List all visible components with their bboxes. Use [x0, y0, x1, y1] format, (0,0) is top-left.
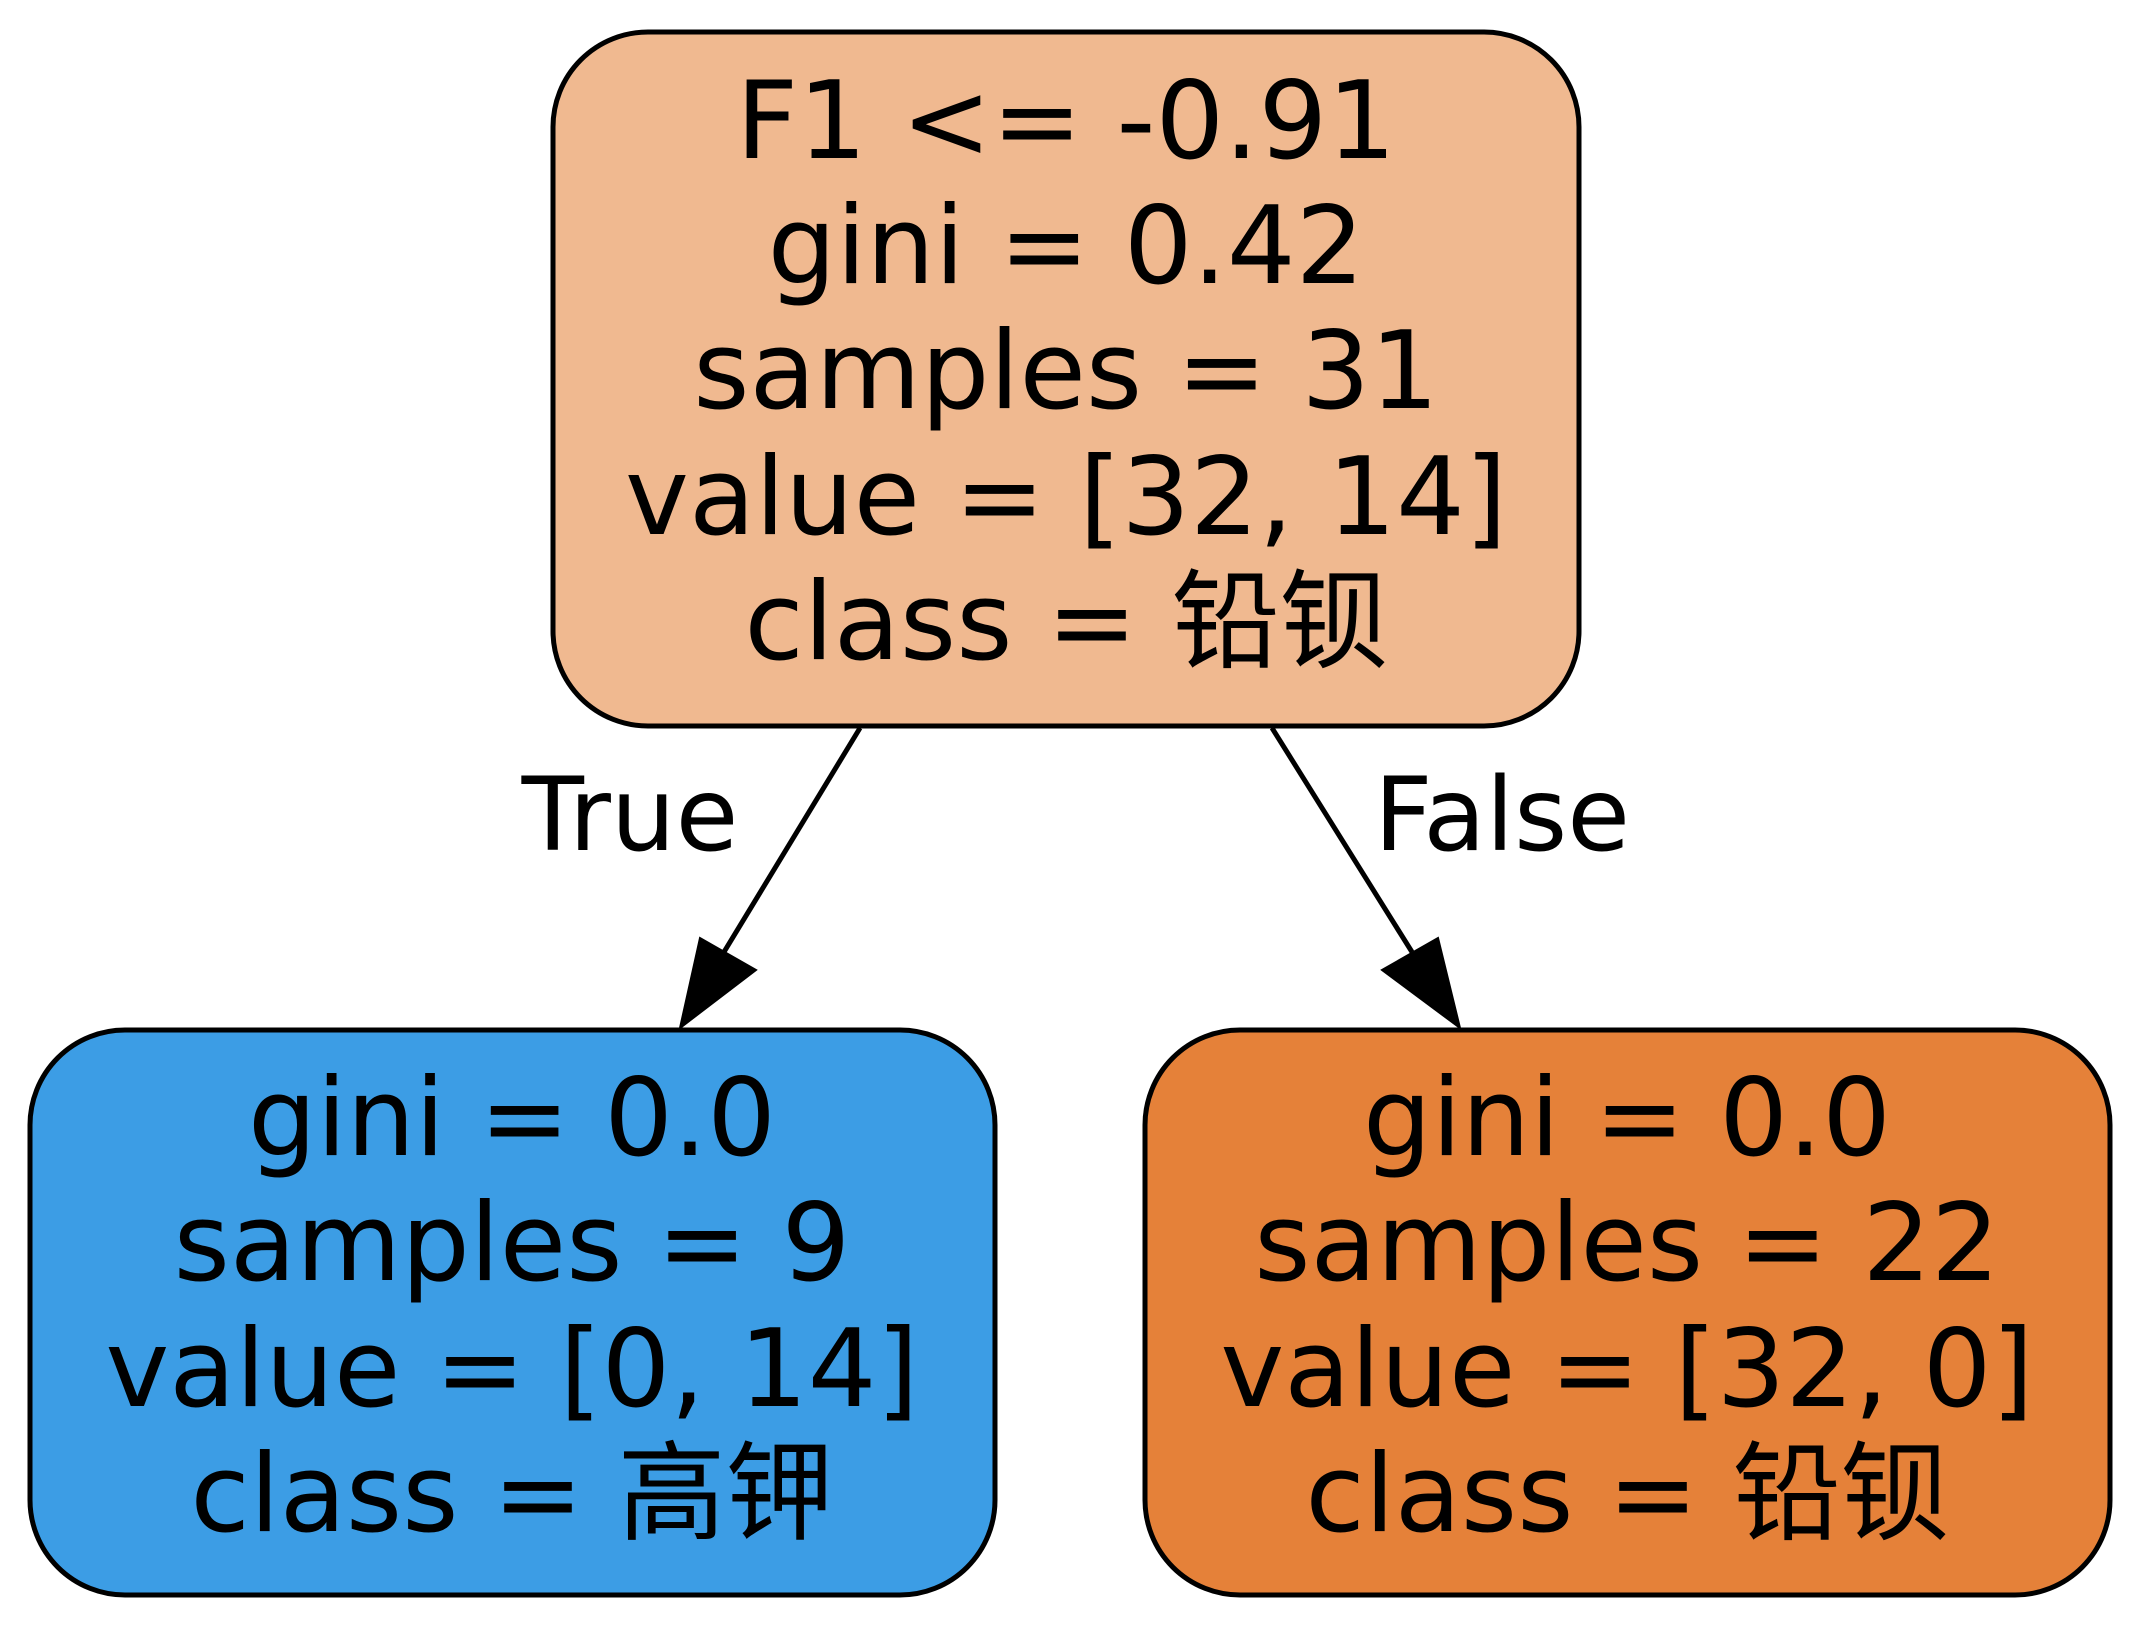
root-node-box: [550, 29, 1582, 729]
left-samples-text: samples = 9: [174, 1181, 851, 1306]
root-node: F1 <= -0.91 gini = 0.42 samples = 31 val…: [550, 29, 1582, 729]
right-samples-text: samples = 22: [1254, 1181, 2000, 1306]
edge-true-arrowhead: [678, 936, 758, 1031]
edge-true-line: [721, 726, 863, 954]
root-gini-text: gini = 0.42: [768, 184, 1365, 309]
root-split-text: F1 <= -0.91: [736, 59, 1396, 184]
right-gini-text: gini = 0.0: [1363, 1056, 1891, 1181]
edge-false-line: [1269, 726, 1415, 954]
left-gini-text: gini = 0.0: [248, 1056, 776, 1181]
edge-false-label: False: [1374, 756, 1630, 875]
root-value-text: value = [32, 14]: [625, 435, 1507, 560]
left-leaf-box: [27, 1027, 998, 1598]
right-leaf-node: gini = 0.0 samples = 22 value = [32, 0] …: [1142, 1027, 2113, 1598]
right-leaf-box: [1142, 1027, 2113, 1598]
right-value-text: value = [32, 0]: [1220, 1307, 2033, 1432]
right-class-text: class = 铅钡: [1305, 1432, 1948, 1557]
edge-true-label: True: [521, 756, 739, 875]
left-class-text: class = 高钾: [190, 1432, 833, 1557]
root-samples-text: samples = 31: [693, 309, 1439, 434]
edge-false-arrowhead: [1380, 936, 1462, 1031]
root-class-text: class = 铅钡: [744, 560, 1387, 685]
left-value-text: value = [0, 14]: [105, 1307, 918, 1432]
left-leaf-node: gini = 0.0 samples = 9 value = [0, 14] c…: [27, 1027, 998, 1598]
edge-true: True: [521, 726, 863, 1031]
edge-false: False: [1269, 726, 1630, 1031]
